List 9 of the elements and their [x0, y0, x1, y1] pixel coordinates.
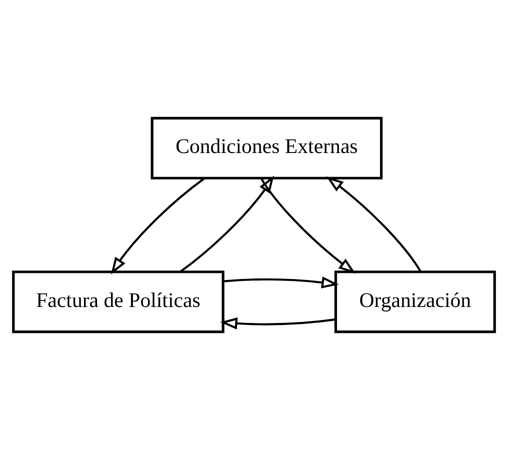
arrow [220, 317, 336, 330]
arrow [180, 176, 274, 273]
node-box: Condiciones Externas [150, 116, 383, 180]
arrow [110, 177, 206, 275]
arrow [223, 276, 339, 288]
arrow [326, 176, 422, 272]
node-box: Factura de Políticas [12, 270, 224, 334]
node-box: Organización [334, 270, 496, 334]
arrow [260, 178, 356, 274]
